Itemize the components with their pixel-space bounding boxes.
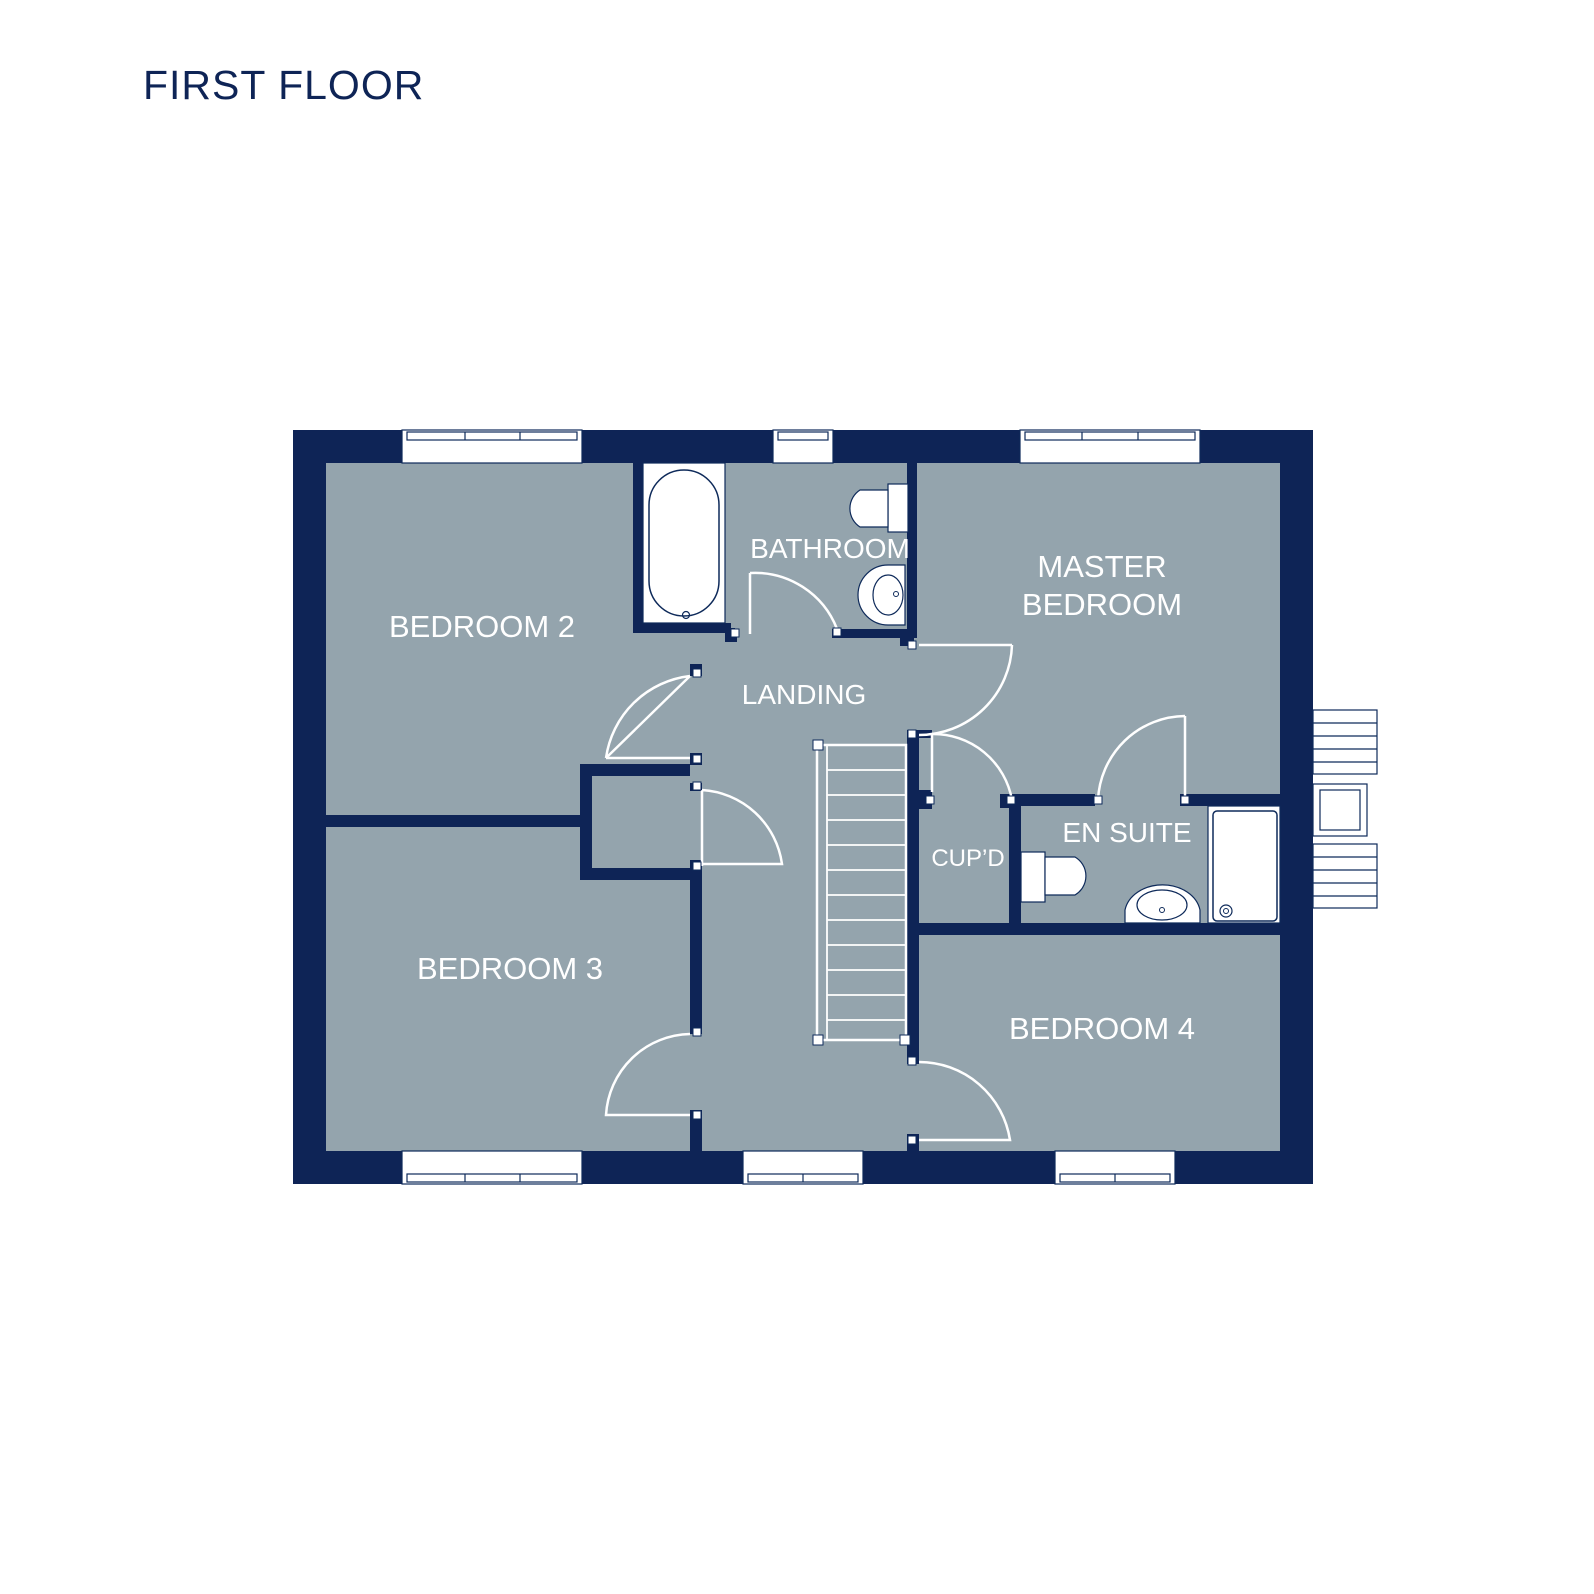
door-bedroom-3	[604, 1032, 691, 1117]
en-suite-toilet-icon	[1020, 851, 1087, 903]
window-master-bedroom	[1019, 429, 1201, 464]
staircase-icon	[812, 739, 911, 1046]
room-label-bedroom-2: BEDROOM 2	[389, 609, 575, 644]
window-bedroom-3	[401, 1150, 583, 1185]
room-label-master-bedroom-line-1: MASTER	[1037, 549, 1166, 584]
bathroom-toilet-icon	[849, 483, 909, 533]
page-title: FIRST FLOOR	[143, 62, 425, 108]
room-label-bedroom-3: BEDROOM 3	[417, 951, 603, 986]
doors	[604, 571, 1190, 1145]
bath-icon	[642, 462, 726, 624]
windows	[401, 429, 1201, 1185]
room-label-landing: LANDING	[742, 679, 866, 710]
room-label-bedroom-4: BEDROOM 4	[1009, 1011, 1195, 1046]
bathroom-basin-icon	[857, 564, 906, 626]
door-en-suite	[1096, 714, 1187, 801]
door-hinges	[692, 627, 1190, 1145]
window-landing	[742, 1150, 864, 1185]
door-cupboard	[930, 732, 1014, 801]
door-bathroom	[748, 571, 839, 634]
door-bedroom-4	[918, 1060, 1012, 1142]
external-vents	[1312, 709, 1378, 909]
room-label-cupboard: CUP’D	[931, 845, 1004, 872]
room-label-bathroom: BATHROOM	[750, 533, 910, 564]
building-shell	[293, 430, 1313, 1184]
shower-tray-icon	[1207, 805, 1281, 924]
door-cupboard-small	[700, 788, 784, 866]
window-bedroom-4	[1054, 1150, 1176, 1185]
door-bedroom-2	[604, 674, 691, 760]
en-suite-basin-icon	[1124, 884, 1201, 924]
room-labels: BEDROOM 2 BATHROOM MASTER BEDROOM LANDIN…	[389, 533, 1195, 1046]
room-label-en-suite: EN SUITE	[1062, 817, 1191, 848]
window-bathroom	[772, 429, 834, 464]
room-label-master-bedroom-line-2: BEDROOM	[1022, 587, 1182, 622]
window-bedroom-2	[401, 429, 583, 464]
interior-walls	[326, 463, 1280, 1151]
